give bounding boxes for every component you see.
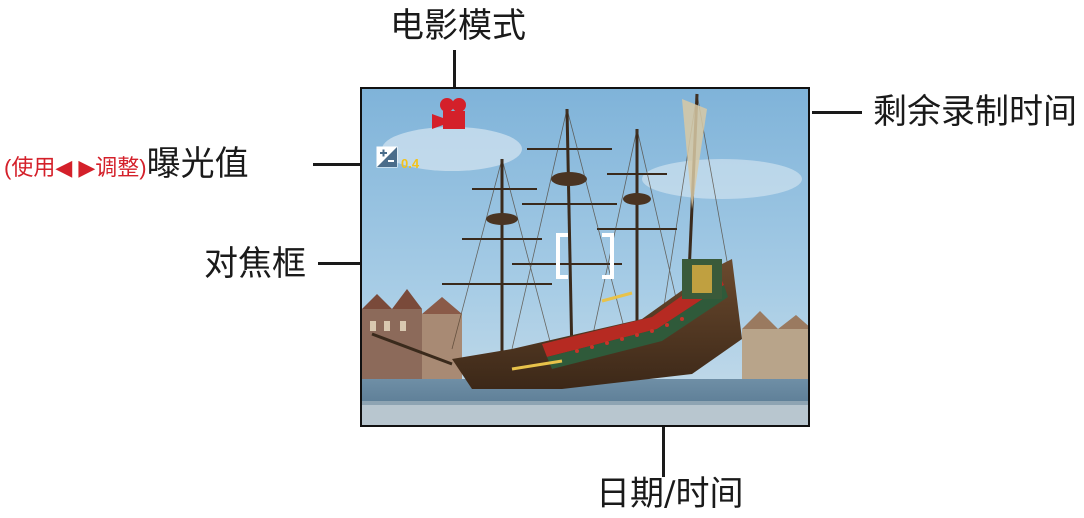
- movie-camera-icon: [432, 98, 466, 129]
- date-time-leader: [662, 425, 665, 477]
- ship-scene: [362, 89, 808, 425]
- exposure-leader: [313, 163, 369, 166]
- exposure-compensation-icon: [376, 146, 398, 168]
- exposure-hint: (使用◀ ▶调整): [4, 155, 147, 180]
- camera-screen: [360, 87, 810, 427]
- date-time-label: 日期/时间: [596, 474, 744, 514]
- remaining-time-leader: [812, 111, 862, 114]
- remaining-time-label: 剩余录制时间: [873, 92, 1077, 132]
- ev-value-readout: 0.4: [401, 156, 420, 171]
- focus-bracket-icon: [556, 233, 614, 279]
- movie-mode-label: 电影模式: [390, 6, 526, 46]
- exposure-value-label: 曝光值: [146, 144, 249, 184]
- exposure-label: (使用◀ ▶调整)曝光值: [4, 144, 249, 190]
- movie-mode-leader: [453, 50, 456, 98]
- focus-frame-label: 对焦框: [204, 244, 306, 284]
